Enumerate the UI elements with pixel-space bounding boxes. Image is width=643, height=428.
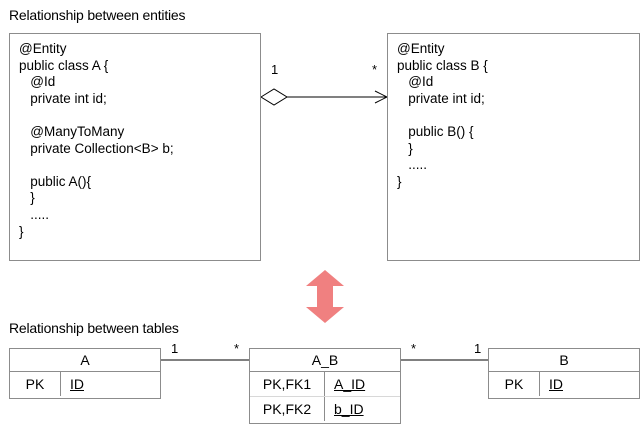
class-b-code-line: public B() { xyxy=(397,123,474,139)
column-cell: ID xyxy=(549,376,563,392)
link-a-ab-right-multiplicity: * xyxy=(234,341,240,356)
class-a-code-line: } xyxy=(19,223,24,239)
class-b-code-line: @Entity xyxy=(397,41,445,56)
class-b-code-line xyxy=(397,107,630,124)
class-a-code-line: @ManyToMany xyxy=(19,123,125,139)
table-row: PK,FK2 b_ID xyxy=(250,396,400,421)
mapping-double-arrow xyxy=(306,270,344,323)
class-a-code-line: private Collection<B> b; xyxy=(19,140,174,156)
class-a-code-line xyxy=(19,157,251,174)
target-multiplicity: * xyxy=(372,62,378,77)
table-b: B PK ID xyxy=(488,348,640,399)
class-a-code-line xyxy=(19,107,251,124)
class-a-code-line: public class A { xyxy=(19,57,109,73)
key-cell: PK xyxy=(489,372,540,396)
key-cell: PK xyxy=(10,372,61,396)
aggregation-diamond xyxy=(260,88,288,106)
class-b-code-line: private int id; xyxy=(397,90,485,106)
class-a-code-line: public A(){ xyxy=(19,173,92,189)
key-cell: PK,FK2 xyxy=(250,397,325,421)
column-cell: A_ID xyxy=(334,376,366,392)
link-ab-b-left-multiplicity: * xyxy=(411,341,417,356)
class-a-code-line: private int id; xyxy=(19,90,107,106)
source-multiplicity: 1 xyxy=(271,62,279,77)
key-cell: PK,FK1 xyxy=(250,372,325,396)
table-a-b-name: A_B xyxy=(250,349,400,372)
table-a: A PK ID xyxy=(9,348,161,399)
link-a-ab-left-multiplicity: 1 xyxy=(171,341,179,356)
table-a-b: A_B PK,FK1 A_ID PK,FK2 b_ID xyxy=(249,348,401,424)
column-cell: ID xyxy=(70,376,84,392)
class-b-code-line: ..... xyxy=(397,157,428,173)
class-a-code-line: ..... xyxy=(19,206,50,222)
class-b-code-line: } xyxy=(397,140,413,156)
class-b-code-line: @Id xyxy=(397,74,434,90)
class-a-code-line: } xyxy=(19,190,35,206)
link-ab-b-right-multiplicity: 1 xyxy=(474,341,482,356)
table-row: PK ID xyxy=(489,372,639,396)
table-b-name: B xyxy=(489,349,639,372)
class-b-code-line: } xyxy=(397,173,402,189)
class-b-code-line: public class B { xyxy=(397,57,488,73)
tables-section-title: Relationship between tables xyxy=(9,320,179,336)
entities-section-title: Relationship between entities xyxy=(9,7,186,23)
table-row: PK,FK1 A_ID xyxy=(250,372,400,396)
class-a-code-line: @Id xyxy=(19,74,56,90)
table-a-name: A xyxy=(10,349,160,372)
class-a-code-line: @Entity xyxy=(19,41,67,56)
table-row: PK ID xyxy=(10,372,160,396)
column-cell: b_ID xyxy=(334,401,364,417)
